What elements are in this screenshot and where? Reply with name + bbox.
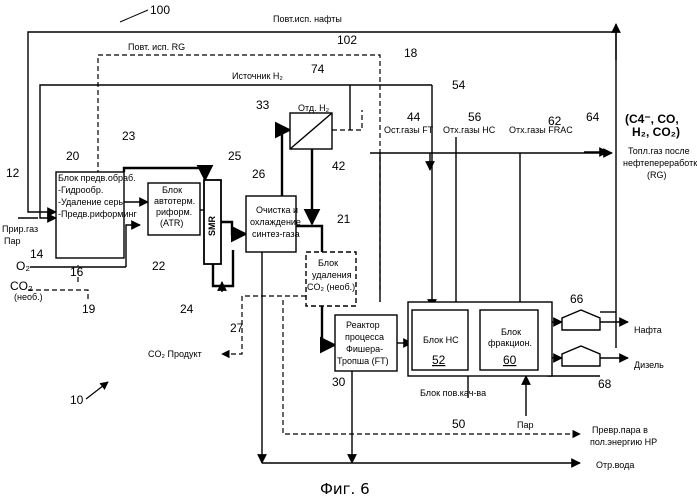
ref-62: 62 <box>548 114 562 128</box>
fuel-gas-line-2: нефтепереработки <box>623 158 697 168</box>
co2-removal-line-1: Блок <box>318 258 338 268</box>
ref-60: 60 <box>503 353 517 367</box>
cleaning-to-h2sep-line <box>282 130 290 200</box>
naphtha-tank <box>562 310 600 330</box>
smr-to-cleaning-line <box>221 222 246 234</box>
cleaning-to-co2-line <box>296 226 322 254</box>
diesel-tank <box>562 346 600 366</box>
pretreat-line-1: Блок предв.обраб. <box>58 173 136 183</box>
ref-10-arrow <box>86 382 108 399</box>
h2-separation-label: Отд. H₂ <box>298 103 330 113</box>
ft-line-4: Тропша (FT) <box>337 356 389 366</box>
ft-line-1: Реактор <box>346 320 380 330</box>
ref-26: 26 <box>252 167 266 181</box>
co2-optional-note: (необ.) <box>14 292 43 302</box>
naphtha-label: Нафта <box>634 325 662 335</box>
composition-line-1: (C4⁻, CO, <box>625 112 679 126</box>
fuel-gas-line-1: Топл.газ после <box>628 146 690 156</box>
ref-19: 19 <box>82 302 96 316</box>
ref-12: 12 <box>6 166 20 180</box>
ref-54: 54 <box>452 78 466 92</box>
oxygen-label: O₂ <box>16 259 30 273</box>
steam-power-line-2: пол.энергию HP <box>590 437 657 447</box>
ref-16: 16 <box>70 265 84 279</box>
ref-100: 100 <box>150 3 170 17</box>
ft-line-2: процесса <box>345 332 384 342</box>
co2-optional-label: CO₂ <box>10 279 33 293</box>
co2-removal-line-2: удаления <box>312 270 352 280</box>
frac-line-2: фракцион. <box>488 338 532 348</box>
atr-line-2: автотерм. <box>154 196 195 206</box>
pretreat-line-4: -Предв.риформинг <box>58 209 137 219</box>
naphtha-recycle-label: Повт.исп. нафты <box>273 14 342 24</box>
atr-line-4: (ATR) <box>160 218 183 228</box>
ref-100-leader <box>120 10 148 22</box>
ref-10: 10 <box>70 393 84 407</box>
h2-sep-dashed-line <box>332 110 362 130</box>
composition-line-2: H₂, CO₂) <box>632 125 680 139</box>
ref-56: 56 <box>468 110 482 124</box>
h2-source-label: Источник H₂ <box>232 71 283 81</box>
co2-product-label: CO₂ Продукт <box>148 349 202 359</box>
ref-25: 25 <box>228 149 242 163</box>
ref-64: 64 <box>586 110 600 124</box>
hc-block-label: Блок HC <box>423 335 459 345</box>
pretreat-line-3: -Удаление серы <box>58 197 125 207</box>
ref-24: 24 <box>180 302 194 316</box>
atr-line-3: риформ. <box>156 207 192 217</box>
steam-in-label: Пар <box>517 420 533 430</box>
cleaning-line-2: охлаждение <box>250 217 301 227</box>
ft-offgas-label: Ост.газы FT <box>384 125 434 135</box>
steam-power-line-1: Превр.пара в <box>592 425 648 435</box>
rg-recycle-label: Повт. исп. RG <box>128 42 185 52</box>
ref-44: 44 <box>407 110 421 124</box>
ref-52: 52 <box>432 353 446 367</box>
ref-42: 42 <box>332 159 346 173</box>
ref-21: 21 <box>337 212 351 226</box>
fuel-gas-line-3: (RG) <box>647 170 667 180</box>
ref-74: 74 <box>311 62 325 76</box>
ref-20: 20 <box>66 149 80 163</box>
figure-caption: Фиг. 6 <box>320 480 370 498</box>
hc-offgas-label: Отх.газы HC <box>443 125 496 135</box>
cleaning-line-3: синтез-газа <box>252 229 300 239</box>
ref-66: 66 <box>570 292 584 306</box>
ref-50: 50 <box>452 417 466 431</box>
ref-30: 30 <box>332 375 346 389</box>
frac-offgas-label: Отх.газы FRAC <box>509 125 573 135</box>
cleaning-line-1: Очистка и <box>256 205 298 215</box>
ref-27: 27 <box>230 321 244 335</box>
ref-14: 14 <box>30 247 44 261</box>
pretreat-to-smr-line <box>124 168 205 180</box>
natural-gas-label: Прир.газ <box>2 224 38 234</box>
ref-22: 22 <box>152 259 166 273</box>
atr-line-1: Блок <box>162 185 182 195</box>
co2-removal-line-3: CO₂ (необ.) <box>307 282 355 292</box>
waste-water-label: Отр.вода <box>596 460 634 470</box>
oxygen-to-atr-line <box>126 225 140 267</box>
steam-label: Пар <box>4 236 20 246</box>
ref-18: 18 <box>404 46 418 60</box>
co2removal-to-ft-line <box>322 306 335 345</box>
pretreat-line-2: -Гидрообр. <box>58 185 103 195</box>
smr-label: SMR <box>207 216 217 237</box>
ref-68: 68 <box>598 377 612 391</box>
upgrading-unit-label: Блок пов.кач-ва <box>420 388 486 398</box>
ref-23: 23 <box>122 129 136 143</box>
frac-line-1: Блок <box>501 327 521 337</box>
diesel-label: Дизель <box>634 360 664 370</box>
ref-33: 33 <box>256 98 270 112</box>
ft-line-3: Фишера- <box>346 344 383 354</box>
ref-102: 102 <box>337 33 357 47</box>
